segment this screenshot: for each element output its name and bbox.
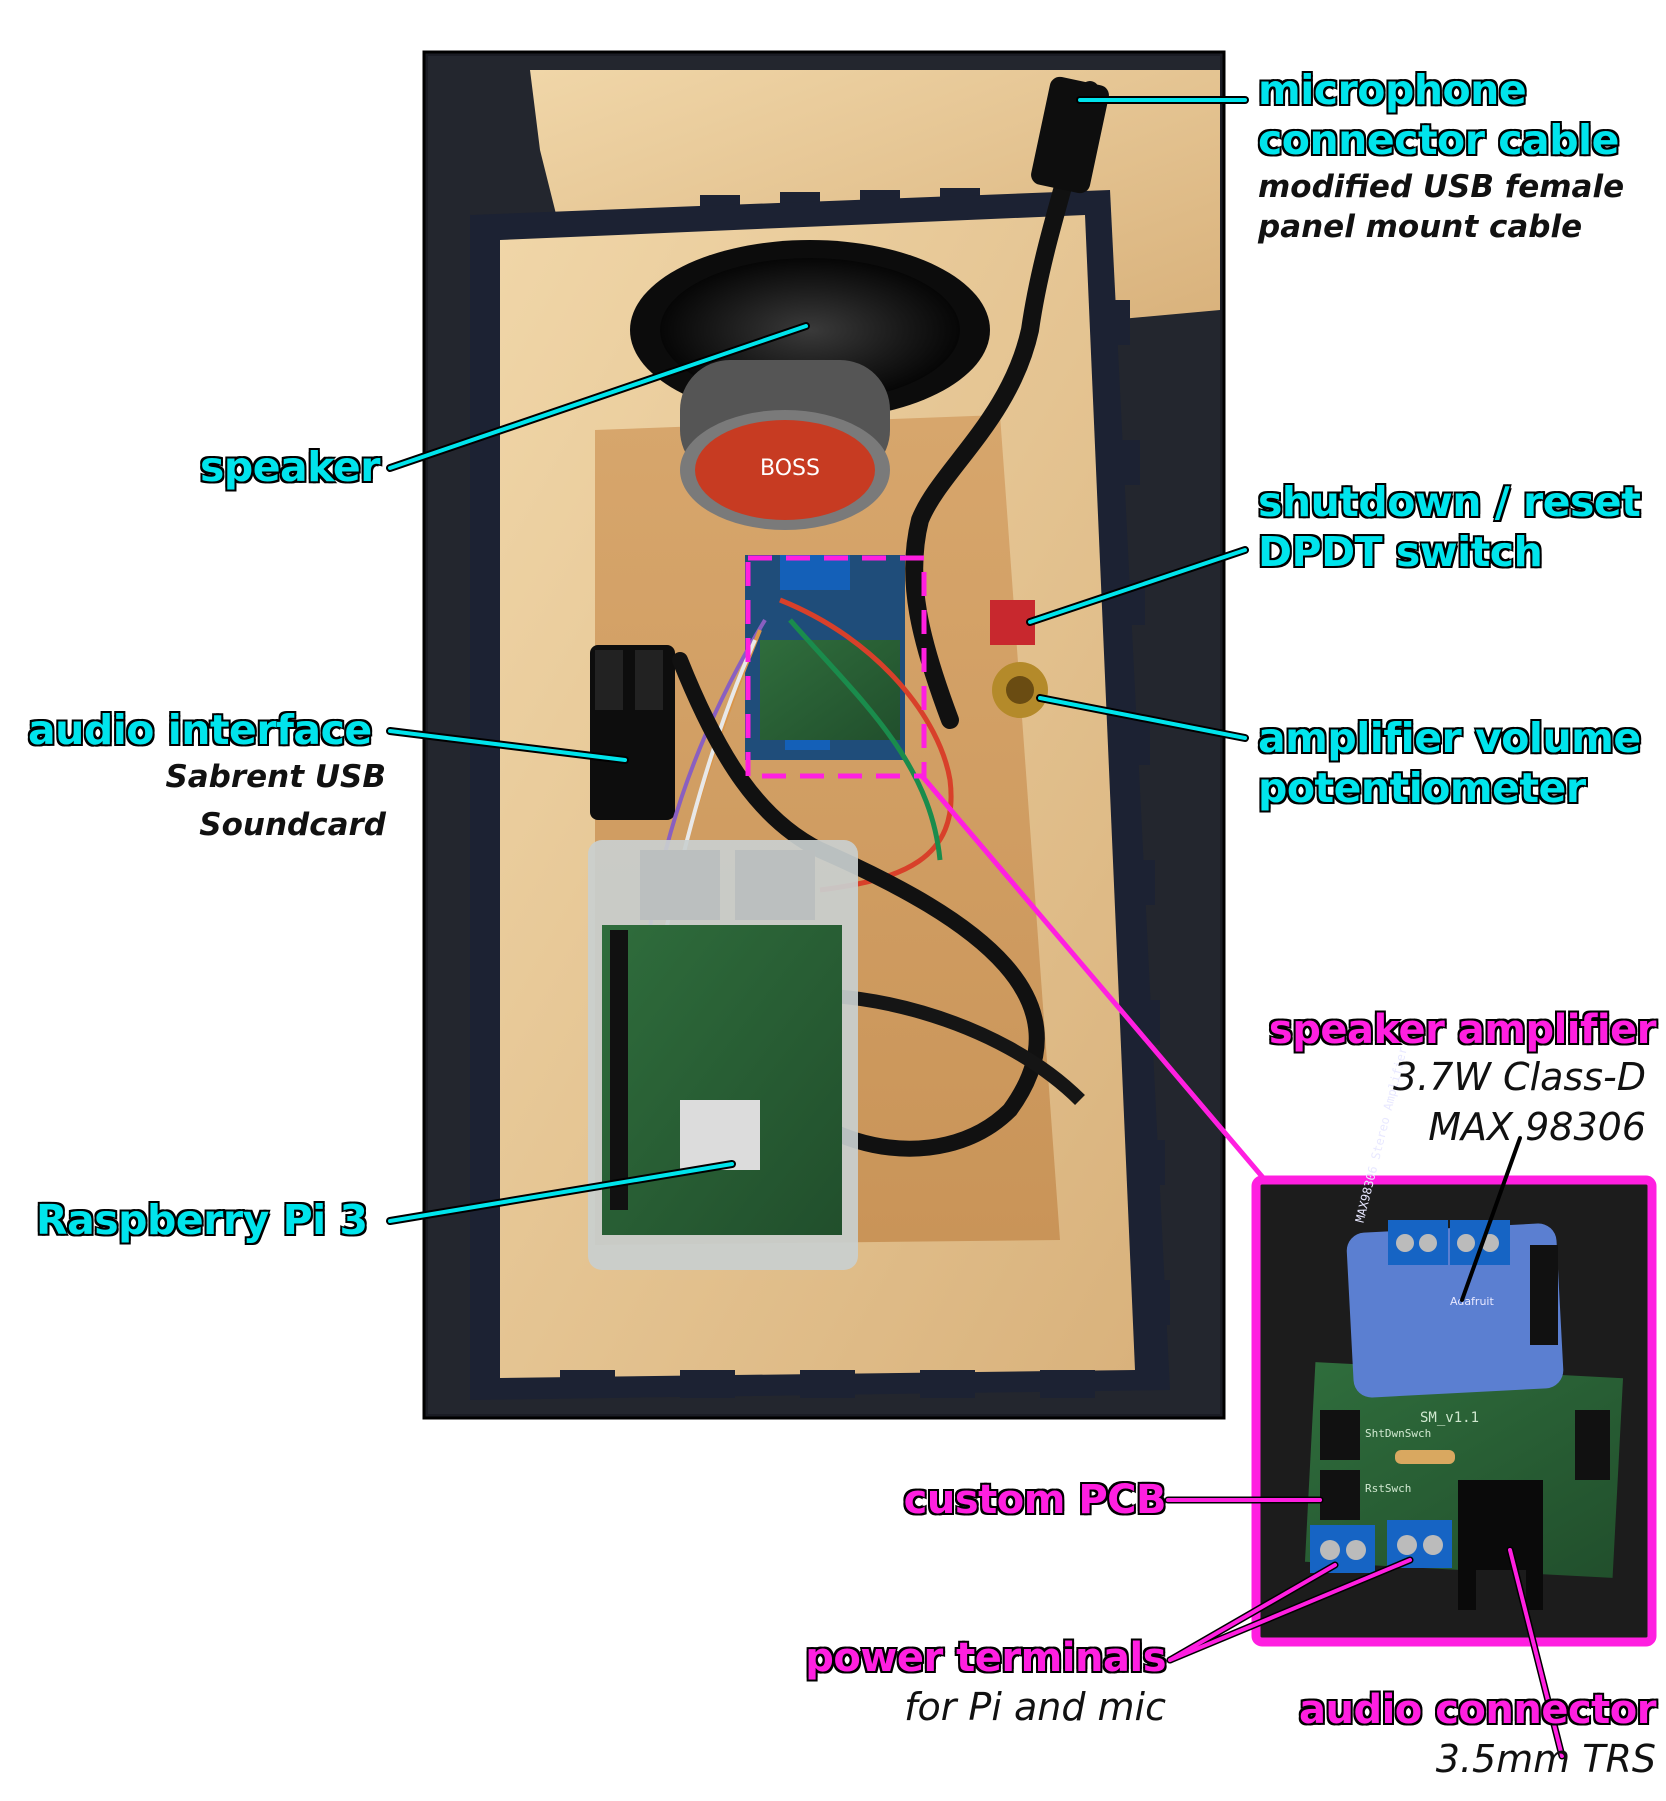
audio-interface-sub-1: Sabrent USB [165, 759, 386, 795]
audio-connector-sub: 3.5mm TRS [1435, 1737, 1656, 1781]
enclosure-photo: BOSS [422, 50, 1226, 1420]
audio-interface-title: audio interface [28, 706, 372, 754]
audio-connector-title: audio connector [1298, 1687, 1657, 1733]
amplifier-title: speaker amplifier [1268, 1007, 1657, 1053]
power-terminals-sub: for Pi and mic [904, 1685, 1166, 1729]
custom-pcb-title: custom PCB [903, 1477, 1167, 1523]
speaker-graphic: BOSS [630, 240, 990, 530]
audio-interface-sub-2: Soundcard [199, 807, 386, 843]
shutdown-title-2: DPDT switch [1258, 528, 1543, 576]
mic-cable-sub-1: modified USB female [1258, 169, 1625, 205]
potentiometer-title-2: potentiometer [1258, 764, 1586, 812]
inset-pcb-photo: MAX98306 Stereo Amplifier Adafruit SM_v1… [1251, 1045, 1657, 1647]
speaker-brand-text: BOSS [760, 456, 820, 481]
pcb-version-label: SM_v1.1 [1420, 1410, 1479, 1426]
power-terminals-title: power terminals [805, 1635, 1166, 1681]
speaker-title: speaker [200, 443, 380, 491]
potentiometer-title-1: amplifier volume [1258, 714, 1641, 762]
shutdown-switch-label: ShtDwnSwch [1365, 1427, 1431, 1440]
mic-cable-title-1: microphone [1258, 66, 1527, 114]
amplifier-sub-2: MAX 98306 [1428, 1105, 1646, 1149]
reset-switch-label: RstSwch [1365, 1482, 1411, 1495]
amplifier-sub-1: 3.7W Class-D [1392, 1055, 1646, 1099]
mic-cable-title-2: connector cable [1258, 116, 1619, 164]
leader-lines [386, 96, 1566, 1760]
mic-cable-sub-2: panel mount cable [1258, 209, 1583, 245]
adafruit-label: Adafruit [1450, 1295, 1494, 1308]
shutdown-title-1: shutdown / reset [1258, 478, 1641, 526]
raspberry-pi-title: Raspberry Pi 3 [36, 1196, 368, 1244]
